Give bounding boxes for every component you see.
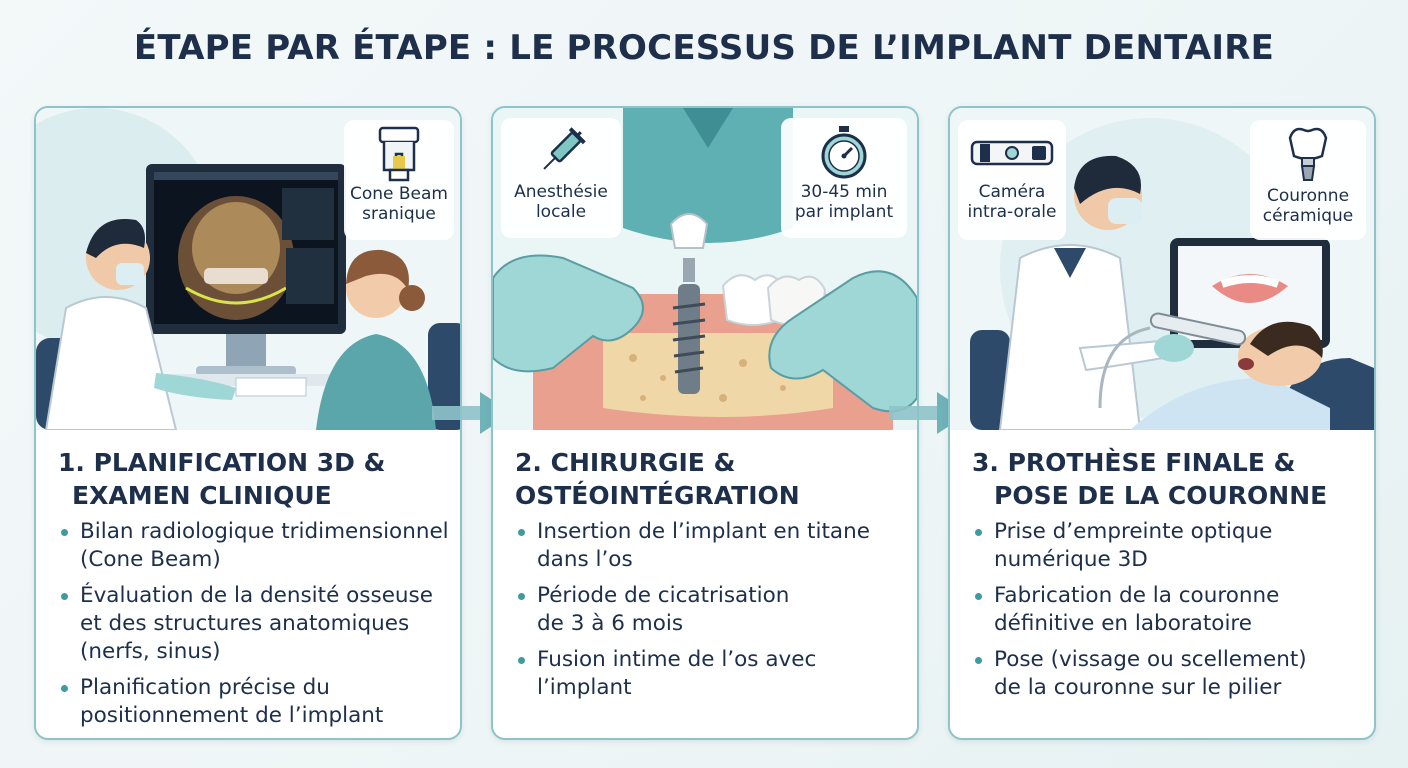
step-2-title-line2: OSTÉOINTÉGRATION xyxy=(515,481,800,510)
label-cone-beam: Cone Beam sranique xyxy=(344,120,454,240)
label-intraoral-camera-line2: intra-orale xyxy=(967,202,1057,222)
label-intraoral-camera: Caméra intra-orale xyxy=(958,120,1066,240)
bullet-line: Prise d’empreinte optique xyxy=(994,519,1273,544)
list-item: Insertion de l’implant en titane dans l’… xyxy=(515,518,910,574)
label-anesthesia: Anesthésie locale xyxy=(501,118,621,238)
cbct-scanner-icon xyxy=(378,126,420,182)
bullet-line: Planification précise du xyxy=(80,675,330,700)
bullet-line: (Cone Beam) xyxy=(80,547,221,572)
prosthesis-illustration: Caméra intra-orale Couronne céramique xyxy=(950,108,1374,430)
bullet-line: et des structures anatomiques xyxy=(80,611,410,636)
list-item: Prise d’empreinte optique numérique 3D xyxy=(972,518,1367,574)
step-2-title: 2. CHIRURGIE & OSTÉOINTÉGRATION xyxy=(515,446,905,512)
step-3-title: 3. PROTHÈSE FINALE & POSE DE LA COURONNE xyxy=(972,446,1362,512)
step-1-title-line2: EXAMEN CLINIQUE xyxy=(72,481,332,510)
step-1-bullets: Bilan radiologique tridimensionnel (Cone… xyxy=(58,518,453,738)
label-anesthesia-line2: locale xyxy=(535,202,587,222)
bullet-line: positionnement de l’implant xyxy=(80,703,384,728)
list-item: Pose (vissage ou scellement) de la couro… xyxy=(972,646,1367,702)
list-item: Fusion intime de l’os avec l’implant xyxy=(515,646,910,702)
step-card-prosthesis: Caméra intra-orale Couronne céramique 3.… xyxy=(948,106,1376,740)
label-cone-beam-line2: sranique xyxy=(362,204,436,224)
bullet-line: (nerfs, sinus) xyxy=(80,639,221,664)
step-card-surgery: Anesthésie locale 30-45 min par implant … xyxy=(491,106,919,740)
label-ceramic-crown: Couronne céramique xyxy=(1250,120,1366,240)
step-3-title-line2: POSE DE LA COURONNE xyxy=(994,481,1328,510)
step-1-title-line1: 1. PLANIFICATION 3D & xyxy=(58,448,386,477)
bullet-line: Bilan radiologique tridimensionnel xyxy=(80,519,449,544)
step-3-title-line1: 3. PROTHÈSE FINALE & xyxy=(972,448,1296,477)
stopwatch-icon xyxy=(821,126,867,179)
bullet-line: de 3 à 6 mois xyxy=(537,611,684,636)
step-3-bullets: Prise d’empreinte optique numérique 3D F… xyxy=(972,518,1367,710)
list-item: Fabrication de la couronne définitive en… xyxy=(972,582,1367,638)
bullet-line: Insertion de l’implant en titane xyxy=(537,519,870,544)
syringe-icon xyxy=(543,127,586,170)
list-item: Évaluation de la densité osseuse et des … xyxy=(58,582,453,666)
bullet-line: l’implant xyxy=(537,675,632,700)
step-2-title-line1: 2. CHIRURGIE & xyxy=(515,448,736,477)
page-title: ÉTAPE PAR ÉTAPE : LE PROCESSUS DE L’IMPL… xyxy=(133,28,1275,68)
bullet-line: Évaluation de la densité osseuse xyxy=(80,583,433,608)
surgery-illustration: Anesthésie locale 30-45 min par implant xyxy=(493,108,917,430)
bullet-line: Période de cicatrisation xyxy=(537,583,790,608)
list-item: Période de cicatrisation de 3 à 6 mois xyxy=(515,582,910,638)
label-ceramic-crown-line2: céramique xyxy=(1262,206,1354,226)
bullet-line: dans l’os xyxy=(537,547,633,572)
step-2-bullets: Insertion de l’implant en titane dans l’… xyxy=(515,518,910,710)
list-item: Bilan radiologique tridimensionnel (Cone… xyxy=(58,518,453,574)
intraoral-camera-icon xyxy=(970,140,1054,166)
label-intraoral-camera-line1: Caméra xyxy=(978,182,1046,202)
label-anesthesia-line1: Anesthésie xyxy=(514,182,608,202)
step-card-planning: Cone Beam sranique 1. PLANIFICATION 3D &… xyxy=(34,106,462,740)
ceramic-crown-icon xyxy=(1288,127,1328,181)
label-ceramic-crown-line1: Couronne xyxy=(1266,186,1350,206)
step-1-title: 1. PLANIFICATION 3D & EXAMEN CLINIQUE xyxy=(58,446,448,512)
label-cone-beam-line1: Cone Beam xyxy=(349,184,448,204)
bullet-line: Fabrication de la couronne xyxy=(994,583,1280,608)
bullet-line: de la couronne sur le pilier xyxy=(994,675,1282,700)
list-item: Planification précise du positionnement … xyxy=(58,674,453,730)
label-duration-line2: par implant xyxy=(794,202,894,222)
bullet-line: Fusion intime de l’os avec xyxy=(537,647,817,672)
label-duration: 30-45 min par implant xyxy=(781,118,907,238)
label-duration-line1: 30-45 min xyxy=(800,182,888,202)
bullet-line: définitive en laboratoire xyxy=(994,611,1253,636)
bullet-line: numérique 3D xyxy=(994,547,1148,572)
planning-illustration: Cone Beam sranique xyxy=(36,108,460,430)
bullet-line: Pose (vissage ou scellement) xyxy=(994,647,1307,672)
